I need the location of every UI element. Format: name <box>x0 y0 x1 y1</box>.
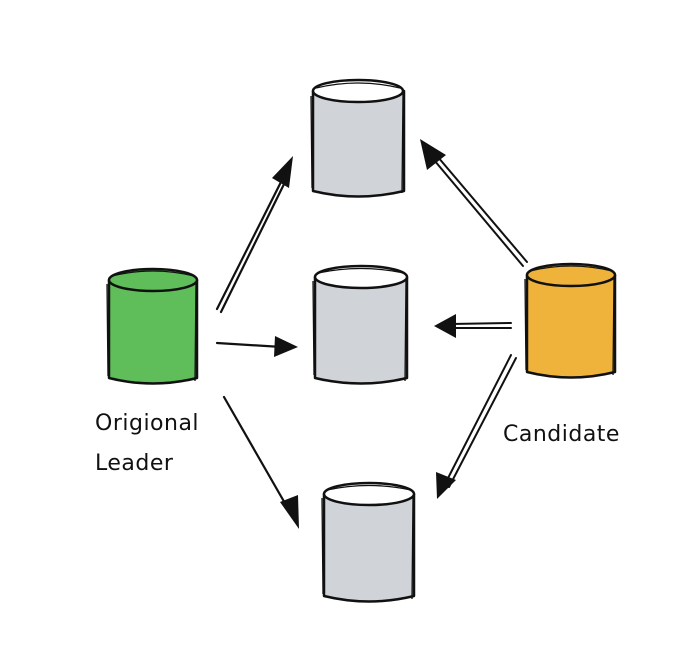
follower-top-sketch <box>310 82 404 194</box>
arrowhead-candidate-bottom <box>436 472 456 499</box>
follower-node-bottom <box>321 481 416 603</box>
arrowhead-leader-bottom <box>280 495 299 529</box>
leader-node <box>106 267 199 385</box>
candidate-node <box>524 262 617 379</box>
arrow-leader-to-follower-top <box>215 156 293 314</box>
leader-label-line-1: Origional <box>95 411 199 436</box>
arrow-leader-to-follower-middle <box>215 336 298 357</box>
candidate-sketch <box>524 265 615 376</box>
leader-label-line-2: Leader <box>95 451 174 476</box>
leader-lid <box>107 267 199 293</box>
candidate-body <box>525 273 617 379</box>
leader-sketch <box>106 270 197 382</box>
arrowhead-candidate-top <box>420 139 446 170</box>
candidate-lid <box>525 262 617 288</box>
follower-middle-body <box>313 275 409 385</box>
arrow-candidate-to-follower-top <box>420 139 528 267</box>
arrow-candidate-to-follower-bottom <box>436 354 517 499</box>
arrow-candidate-to-follower-middle <box>434 314 512 338</box>
leader-body <box>107 278 199 385</box>
arrow-leader-to-follower-bottom <box>222 395 299 529</box>
follower-middle-lid <box>313 264 409 290</box>
follower-top-body <box>311 89 406 198</box>
candidate-label: Candidate <box>503 422 620 447</box>
follower-bottom-body <box>322 492 416 603</box>
follower-node-middle <box>312 264 409 385</box>
follower-bottom-lid <box>322 481 416 507</box>
follower-middle-sketch <box>312 267 407 382</box>
follower-top-lid <box>311 78 405 104</box>
follower-bottom-sketch <box>321 484 414 600</box>
arrowhead-leader-top <box>272 156 293 188</box>
follower-node-top <box>310 78 406 198</box>
arrowhead-candidate-middle <box>434 314 456 338</box>
arrowhead-leader-middle <box>274 336 298 357</box>
